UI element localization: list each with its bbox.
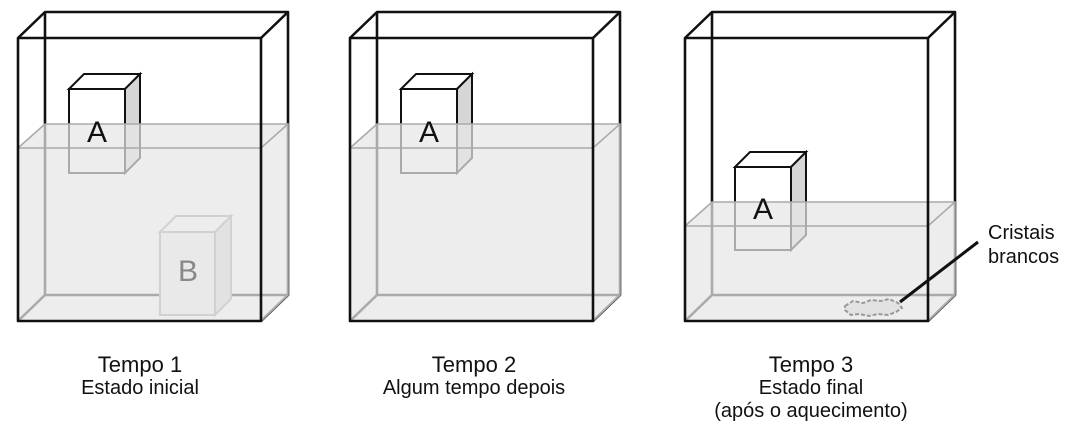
tank-top-edge [927, 11, 956, 39]
caption-tempo-3: Tempo 3 Estado final (após o aquecimento… [661, 352, 961, 423]
caption-subtitle: Estado inicial [81, 377, 199, 400]
crystals-label-line2: brancos [988, 246, 1060, 268]
block-a-label: A [419, 116, 439, 149]
caption-title: Tempo 2 [431, 352, 517, 377]
tank-front-frame [683, 36, 930, 323]
water [684, 201, 956, 322]
tank-front-frame [16, 36, 263, 323]
crystals-pointer-line [899, 240, 979, 304]
block-a-label: A [87, 116, 107, 149]
crystals-label-line1: Cristais [988, 222, 1055, 244]
block-b-label: B [178, 255, 198, 288]
caption-title: Tempo 3 [768, 352, 854, 377]
crystals-label: Cristais brancos [988, 221, 1059, 269]
white-crystals [844, 297, 904, 318]
block-a-label: A [753, 193, 773, 226]
tank-2: A [348, 10, 622, 323]
tank-3: A [683, 10, 957, 323]
tank-top-edge [592, 11, 621, 39]
caption-subtitle-2: (após o aquecimento) [714, 400, 908, 423]
caption-subtitle: Estado final [758, 377, 864, 400]
caption-tempo-1: Tempo 1 Estado inicial [0, 352, 290, 400]
caption-subtitle: Algum tempo depois [382, 377, 566, 400]
tank-front-frame [348, 36, 595, 323]
water [17, 123, 289, 322]
caption-title: Tempo 1 [97, 352, 183, 377]
caption-tempo-2: Tempo 2 Algum tempo depois [324, 352, 624, 400]
tank-top-edge [260, 11, 289, 39]
tank-1: A B [16, 10, 290, 323]
water [349, 123, 621, 322]
